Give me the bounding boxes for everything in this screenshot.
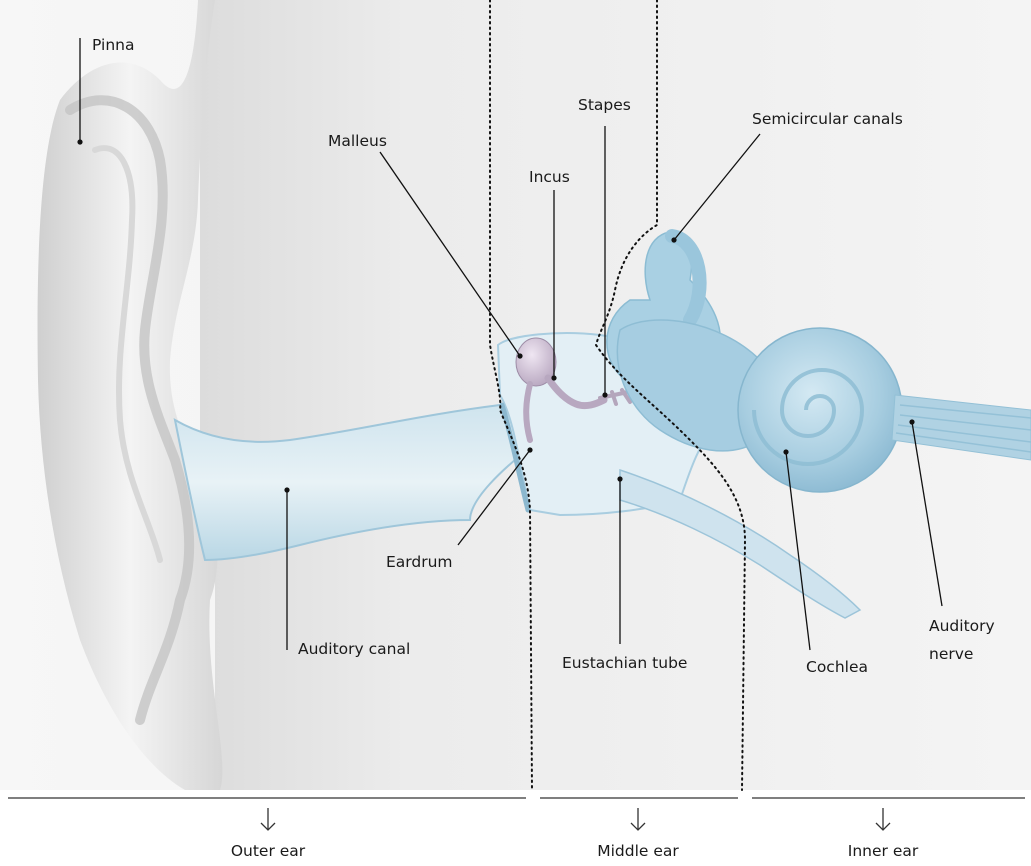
down-arrow-icon-outer bbox=[261, 808, 275, 830]
label-incus: Incus bbox=[529, 168, 570, 186]
label-auditory-nerve-line1: Auditory bbox=[929, 617, 995, 635]
label-stapes: Stapes bbox=[578, 96, 631, 114]
label-eustachian-tube: Eustachian tube bbox=[562, 654, 687, 672]
label-cochlea: Cochlea bbox=[806, 658, 868, 676]
down-arrow-icon-middle bbox=[631, 808, 645, 830]
label-eardrum: Eardrum bbox=[386, 553, 453, 571]
section-label-middle: Middle ear bbox=[597, 842, 679, 860]
cochlea-shape bbox=[738, 328, 902, 492]
label-auditory-canal: Auditory canal bbox=[298, 640, 410, 658]
section-label-outer: Outer ear bbox=[231, 842, 306, 860]
section-label-inner: Inner ear bbox=[848, 842, 919, 860]
down-arrow-icon-inner bbox=[876, 808, 890, 830]
label-semicircular-canals: Semicircular canals bbox=[752, 110, 903, 128]
label-auditory-nerve-line2: nerve bbox=[929, 645, 973, 663]
label-malleus: Malleus bbox=[328, 132, 387, 150]
label-pinna: Pinna bbox=[92, 36, 134, 54]
